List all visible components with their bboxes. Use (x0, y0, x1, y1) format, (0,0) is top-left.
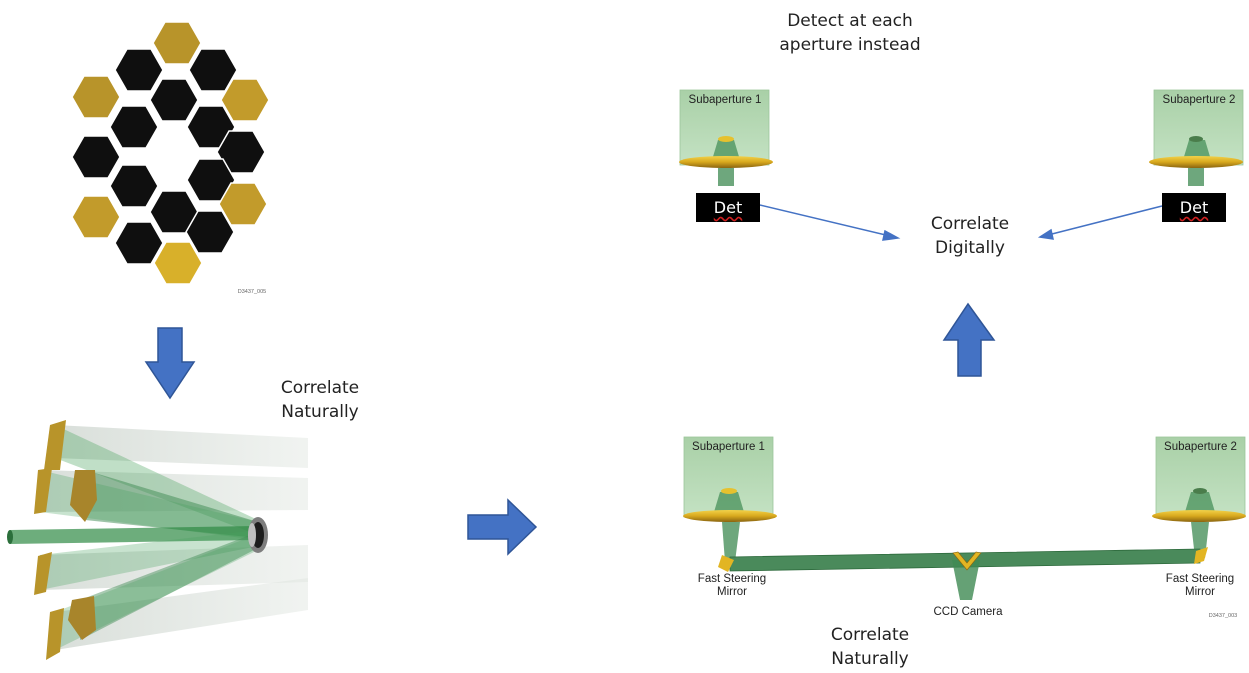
mirror-segment (149, 135, 199, 179)
detector-right-label: Det (1179, 198, 1209, 217)
fsm-right-line-1: Fast Steering (1165, 573, 1235, 585)
correlate-digitally-label: Correlate Digitally (905, 212, 1035, 260)
mirror-segment (152, 21, 202, 65)
correlate-naturally-bottom-line-2: Naturally (831, 649, 909, 669)
top-subaperture-1-label: Subaperture 1 (688, 94, 762, 106)
mirror-segment (109, 105, 159, 149)
ccd-camera-label: CCD Camera (933, 606, 1003, 618)
detect-instead-label: Detect at each aperture instead (770, 9, 930, 57)
mirror-figure-code: D3437_005 (237, 289, 267, 295)
detector-left-label: Det (713, 198, 743, 217)
mirror-segment (109, 164, 159, 208)
mirror-segment (114, 221, 164, 265)
fsm-left-line-1: Fast Steering (697, 573, 767, 585)
correlate-digitally-line-2: Digitally (935, 238, 1005, 258)
bottom-subaperture-2-label: Subaperture 2 (1164, 441, 1237, 453)
fast-steering-mirror-left-label: Fast Steering Mirror (682, 573, 782, 599)
correlate-naturally-bottom-line-1: Correlate (830, 625, 910, 645)
correlate-naturally-bottom-label: Correlate Naturally (810, 623, 930, 671)
fast-steering-mirror-right-label: Fast Steering Mirror (1150, 573, 1249, 599)
detector-left: Det (696, 193, 760, 222)
mirror-segment (71, 135, 121, 179)
bottom-subaperture-1-label: Subaperture 1 (692, 441, 765, 453)
mirror-segment (114, 48, 164, 92)
right-arrow (467, 498, 538, 556)
top-subaperture-2-label: Subaperture 2 (1162, 94, 1236, 106)
bottom-interferometer (683, 436, 1246, 600)
segmented-mirror (71, 21, 270, 285)
mirror-segment (71, 195, 121, 239)
top-subaperture-2 (1149, 89, 1244, 186)
correlate-digitally-line-1: Correlate (930, 214, 1010, 234)
down-arrow (144, 327, 196, 400)
mirror-segment (149, 78, 199, 122)
det-arrows (759, 204, 1163, 241)
detector-right: Det (1162, 193, 1226, 222)
correlate-naturally-left-line-2: Naturally (281, 402, 359, 422)
correlate-naturally-left-label: Correlate Naturally (260, 376, 380, 424)
mirror-segment (71, 75, 121, 119)
fsm-right-line-2: Mirror (1184, 586, 1216, 598)
top-subaperture-1 (679, 89, 773, 186)
bottom-figure-code: D3437_003 (1208, 613, 1238, 619)
mirror-side-view (7, 420, 308, 660)
fsm-left-line-2: Mirror (716, 586, 748, 598)
correlate-naturally-left-line-1: Correlate (280, 378, 360, 398)
up-arrow (942, 302, 996, 377)
detect-instead-line-2: aperture instead (779, 35, 921, 55)
detect-instead-line-1: Detect at each (787, 11, 913, 31)
